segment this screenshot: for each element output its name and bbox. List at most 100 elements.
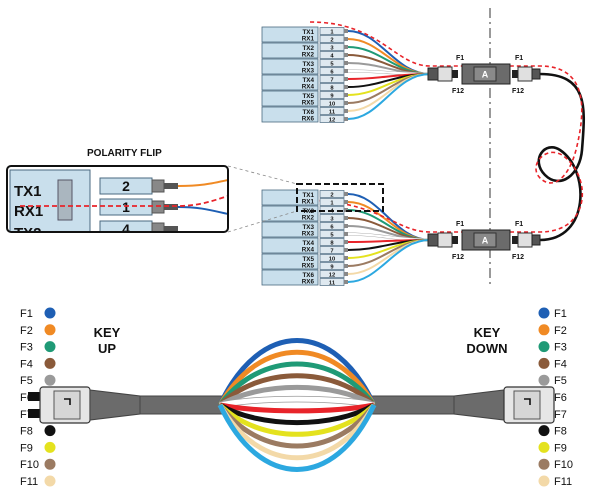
- top-rx-label: RX5: [302, 100, 315, 107]
- top-port-ferrule: [344, 85, 348, 89]
- trunk-fiber: [217, 403, 377, 449]
- zoom-boot: [164, 204, 178, 210]
- top-port-label: 2: [330, 38, 333, 44]
- top-rx-label: RX6: [302, 116, 315, 123]
- trunk-fiber: [218, 403, 376, 437]
- right-mpo-inner: [513, 390, 541, 420]
- trunk-fiber: [217, 361, 377, 407]
- top-mpo2-body: [517, 66, 533, 82]
- polarity-flip-title: POLARITY FLIP: [87, 148, 162, 159]
- zoom-fiber-blue: [177, 206, 228, 215]
- zoom-ferrule: [151, 200, 165, 214]
- legend-left-dot: [44, 341, 56, 353]
- right-mpo-boot: [453, 389, 505, 421]
- top-mpo-body: [437, 66, 453, 82]
- top-port-ferrule: [344, 77, 348, 81]
- zoom-tx-cut-label: TX2: [14, 225, 42, 242]
- key-down-label-1: KEY: [474, 325, 501, 340]
- top-port-label: 1: [330, 30, 334, 36]
- zoom-tx-label: TX1: [14, 183, 42, 200]
- legend-left-label: F1: [20, 308, 33, 320]
- polarity-flip-highlight: [296, 183, 384, 212]
- top-tx-label: TX5: [302, 93, 314, 100]
- top-port-ferrule: [344, 69, 348, 73]
- legend-left-dot: [44, 357, 56, 369]
- bottom-mpo2-body: [517, 232, 533, 248]
- bottom-port-label: 2: [330, 193, 333, 199]
- legend-right-label: F10: [554, 459, 573, 471]
- legend-right-dot: [538, 374, 550, 386]
- bottom-mpo-body: [437, 232, 453, 248]
- key-up-label-2: UP: [98, 341, 116, 356]
- top-fiber: [347, 73, 431, 120]
- key-down-label-2: DOWN: [466, 341, 507, 356]
- bottom-pair-block: [261, 221, 319, 238]
- trunk-fiber: [219, 396, 375, 408]
- bottom-port-label: 6: [330, 225, 334, 231]
- bottom-pair-block: [261, 269, 319, 286]
- zoom-boot: [164, 226, 178, 232]
- top-f1-left: F1: [456, 55, 464, 62]
- bottom-f12-right: F12: [512, 254, 524, 261]
- wiring-layer: [299, 8, 586, 288]
- trunk-fiber: [219, 402, 375, 414]
- bottom-tx-label: TX2: [302, 208, 314, 215]
- legend-right-label: F1: [554, 308, 567, 320]
- bottom-f1-right: F1: [515, 221, 523, 228]
- bottom-adapter-center: [473, 232, 497, 248]
- top-mpo-tip: [452, 70, 458, 78]
- bottom-rx-label: RX2: [302, 215, 315, 222]
- top-cassette: TX1RX1TX2RX2TX3RX3TX4RX4TX5RX5TX6RX61234…: [261, 26, 541, 124]
- top-port-ferrule: [344, 61, 348, 65]
- top-port-ferrule: [344, 101, 348, 105]
- legend-left-dot: [44, 475, 56, 487]
- legend-left-dot: [44, 307, 56, 319]
- bottom-rx-label: RX3: [302, 231, 315, 238]
- legend-right-label: F11: [554, 476, 572, 487]
- bottom-tx-label: TX1: [302, 192, 314, 199]
- legend-right-label: F7: [554, 409, 567, 421]
- top-port-label: 9: [330, 94, 334, 100]
- left-mpo-key-icon: [64, 398, 71, 405]
- top-rx-label: RX4: [302, 84, 315, 91]
- top-tx-label: TX6: [302, 109, 314, 116]
- trunk-fiber: [218, 373, 376, 407]
- top-port-label: 6: [330, 70, 334, 76]
- bottom-port-ferrule: [344, 200, 348, 204]
- bottom-port-ferrule: [344, 248, 348, 252]
- top-port-label: 3: [330, 46, 334, 52]
- bottom-adapter-label: A: [482, 236, 489, 246]
- bottom-port-ferrule: [344, 232, 348, 236]
- bottom-port-ferrule: [344, 192, 348, 196]
- legend-right-label: F9: [554, 442, 567, 454]
- right-mpo-key-icon: [524, 398, 531, 405]
- zoom-cassette: [9, 169, 91, 232]
- legend-right-dot: [538, 458, 550, 470]
- zoom-rx-label: RX1: [14, 203, 43, 220]
- legend-right-dot: [538, 441, 550, 453]
- legend-left-label: F3: [20, 342, 33, 354]
- legend-left-label: F11: [20, 476, 38, 487]
- bottom-mpo2-tip: [512, 236, 518, 244]
- top-port-label: 10: [329, 102, 335, 108]
- legend-right-dot: [538, 425, 550, 437]
- legend-left-dot: [44, 374, 56, 386]
- zoom-boot: [164, 183, 178, 189]
- top-f12-right: F12: [512, 88, 524, 95]
- top-rx-label: RX2: [302, 52, 315, 59]
- bottom-tx-label: TX5: [302, 256, 314, 263]
- left-mpo-pin-bottom: [28, 409, 42, 418]
- bottom-port-ferrule: [344, 256, 348, 260]
- bottom-port-label: 1: [330, 201, 334, 207]
- bottom-tx-label: TX4: [302, 240, 314, 247]
- legend-right-label: F5: [554, 375, 567, 387]
- left-mpo-inner: [53, 390, 81, 420]
- bottom-fiber: [347, 239, 431, 283]
- top-port-ferrule: [344, 93, 348, 97]
- legend-left-label: F10: [20, 459, 39, 471]
- bottom-port-label: 3: [330, 217, 334, 223]
- legend-right-label: F4: [554, 358, 567, 370]
- legend-right-dot: [538, 341, 550, 353]
